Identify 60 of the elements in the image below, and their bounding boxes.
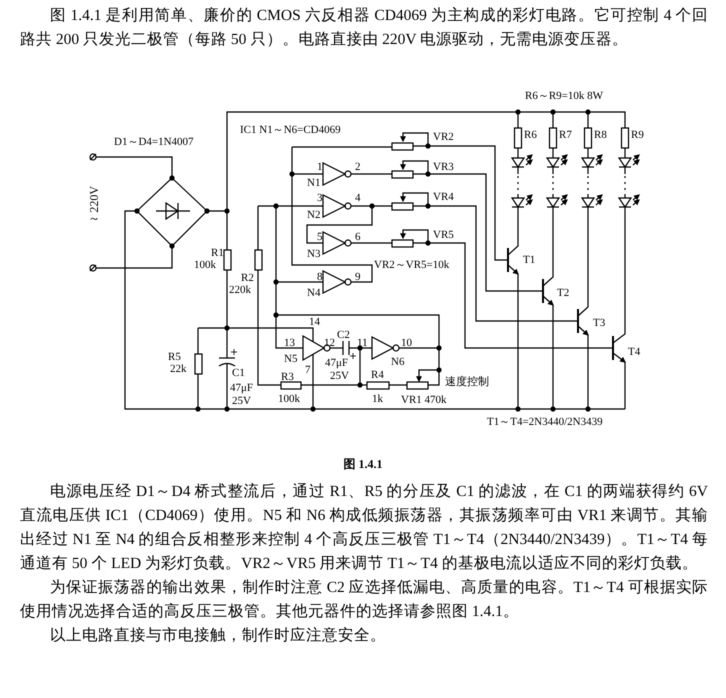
- component-value: 100k: [194, 259, 216, 271]
- component-value: 25V: [330, 370, 349, 382]
- part-value-note: IC1 N1～N6=CD4069: [240, 124, 341, 136]
- component-label: N2: [307, 209, 320, 221]
- pin-number: 9: [355, 271, 360, 283]
- pin-number: 2: [355, 161, 360, 173]
- component-label: T1: [523, 254, 536, 266]
- voltage-label: ～220V: [88, 186, 100, 225]
- component-value: 22k: [170, 363, 186, 375]
- pin-number: 3: [317, 192, 322, 204]
- paragraph: 图 1.4.1 是利用简单、廉价的 CMOS 六反相器 CD4069 为主构成的彩灯电路。它可控制 4 个回路共 200 只发光二极管（每路 50 只）。电路直接由 220V 电源驱动，无需电源变压器。: [20, 6, 708, 50]
- component-label: R4: [371, 369, 384, 381]
- component-value: VR1 470k: [401, 394, 447, 406]
- component-label: N1: [307, 177, 320, 189]
- component-label: T4: [628, 346, 640, 358]
- component-label: VR3: [433, 161, 454, 173]
- component-label: VR5: [433, 229, 454, 241]
- part-value-note: D1～D4=1N4007: [114, 136, 194, 148]
- component-value: 47μF: [230, 382, 254, 394]
- component-label: R7: [559, 129, 572, 141]
- component-label: N4: [307, 287, 320, 299]
- pin-number: 7: [305, 364, 310, 376]
- component-value: 100k: [278, 393, 300, 405]
- pin-number: 13: [284, 337, 295, 349]
- component-label: N3: [307, 248, 320, 260]
- part-value-note: VR2～VR5=10k: [374, 259, 450, 271]
- pin-number: 4: [355, 192, 360, 204]
- component-value: 25V: [232, 395, 251, 407]
- component-label: R6: [524, 129, 537, 141]
- control-label: 速度控制: [445, 376, 489, 388]
- component-label: R5: [168, 351, 181, 363]
- component-label: R8: [594, 129, 607, 141]
- component-label: N6: [391, 356, 404, 368]
- component-label: VR4: [433, 191, 454, 203]
- pin-number: 8: [317, 271, 322, 283]
- pin-number: 10: [401, 337, 412, 349]
- pin-number: 11: [357, 337, 368, 349]
- component-label: R2: [241, 272, 254, 284]
- part-value-note: R6～R9=10k 8W: [525, 90, 604, 102]
- pin-number: 6: [355, 231, 360, 243]
- component-value: 1k: [372, 393, 383, 405]
- component-label: VR2: [433, 131, 454, 143]
- pin-number: 14: [309, 316, 320, 328]
- pin-number: 1: [317, 161, 322, 173]
- component-label: N5: [284, 353, 298, 365]
- component-label: T2: [557, 287, 570, 299]
- component-label: R9: [631, 129, 644, 141]
- figure-caption: 图 1.4.1: [342, 456, 384, 473]
- component-label: R1: [211, 247, 224, 259]
- pin-number: 5: [317, 231, 322, 243]
- component-label: T3: [593, 317, 606, 329]
- component-label: R3: [281, 371, 294, 383]
- part-value-note: T1～T4=2N3440/2N3439: [487, 416, 603, 428]
- component-label: C2: [337, 329, 350, 341]
- component-label: C1: [232, 367, 245, 379]
- paragraph: 以上电路直接与市电接触，制作时应注意安全。: [49, 626, 387, 646]
- paragraph: 电源电压经 D1～D4 桥式整流后，通过 R1、R5 的分压及 C1 的滤波，在 C1 的两端获得约 6V 直流电压供 IC1（CD4069）使用。N5 和 N6 构成低频振荡器，其振荡频率可由 VR1 来调节。其输出经过 N1 至 N4 的组合反相整形来控制 4 个高反压三极管 T1～T4（2N3440/2N3439）。T1～T4 每通道有 50 个 LED 为彩灯负载。VR2～VR5 用来调节 T1～T4 的基极电流以适应不同的彩灯负载。: [20, 482, 708, 574]
- paragraph: 为保证振荡器的输出效果，制作时注意 C2 应选择低漏电、高质量的电容。T1～T4 可根据实际使用情况选择合适的高反压三极管。其他元器件的选择请参照图 1.4.1。: [20, 578, 708, 622]
- component-value: 47μF: [325, 357, 348, 369]
- component-value: 220k: [229, 284, 251, 296]
